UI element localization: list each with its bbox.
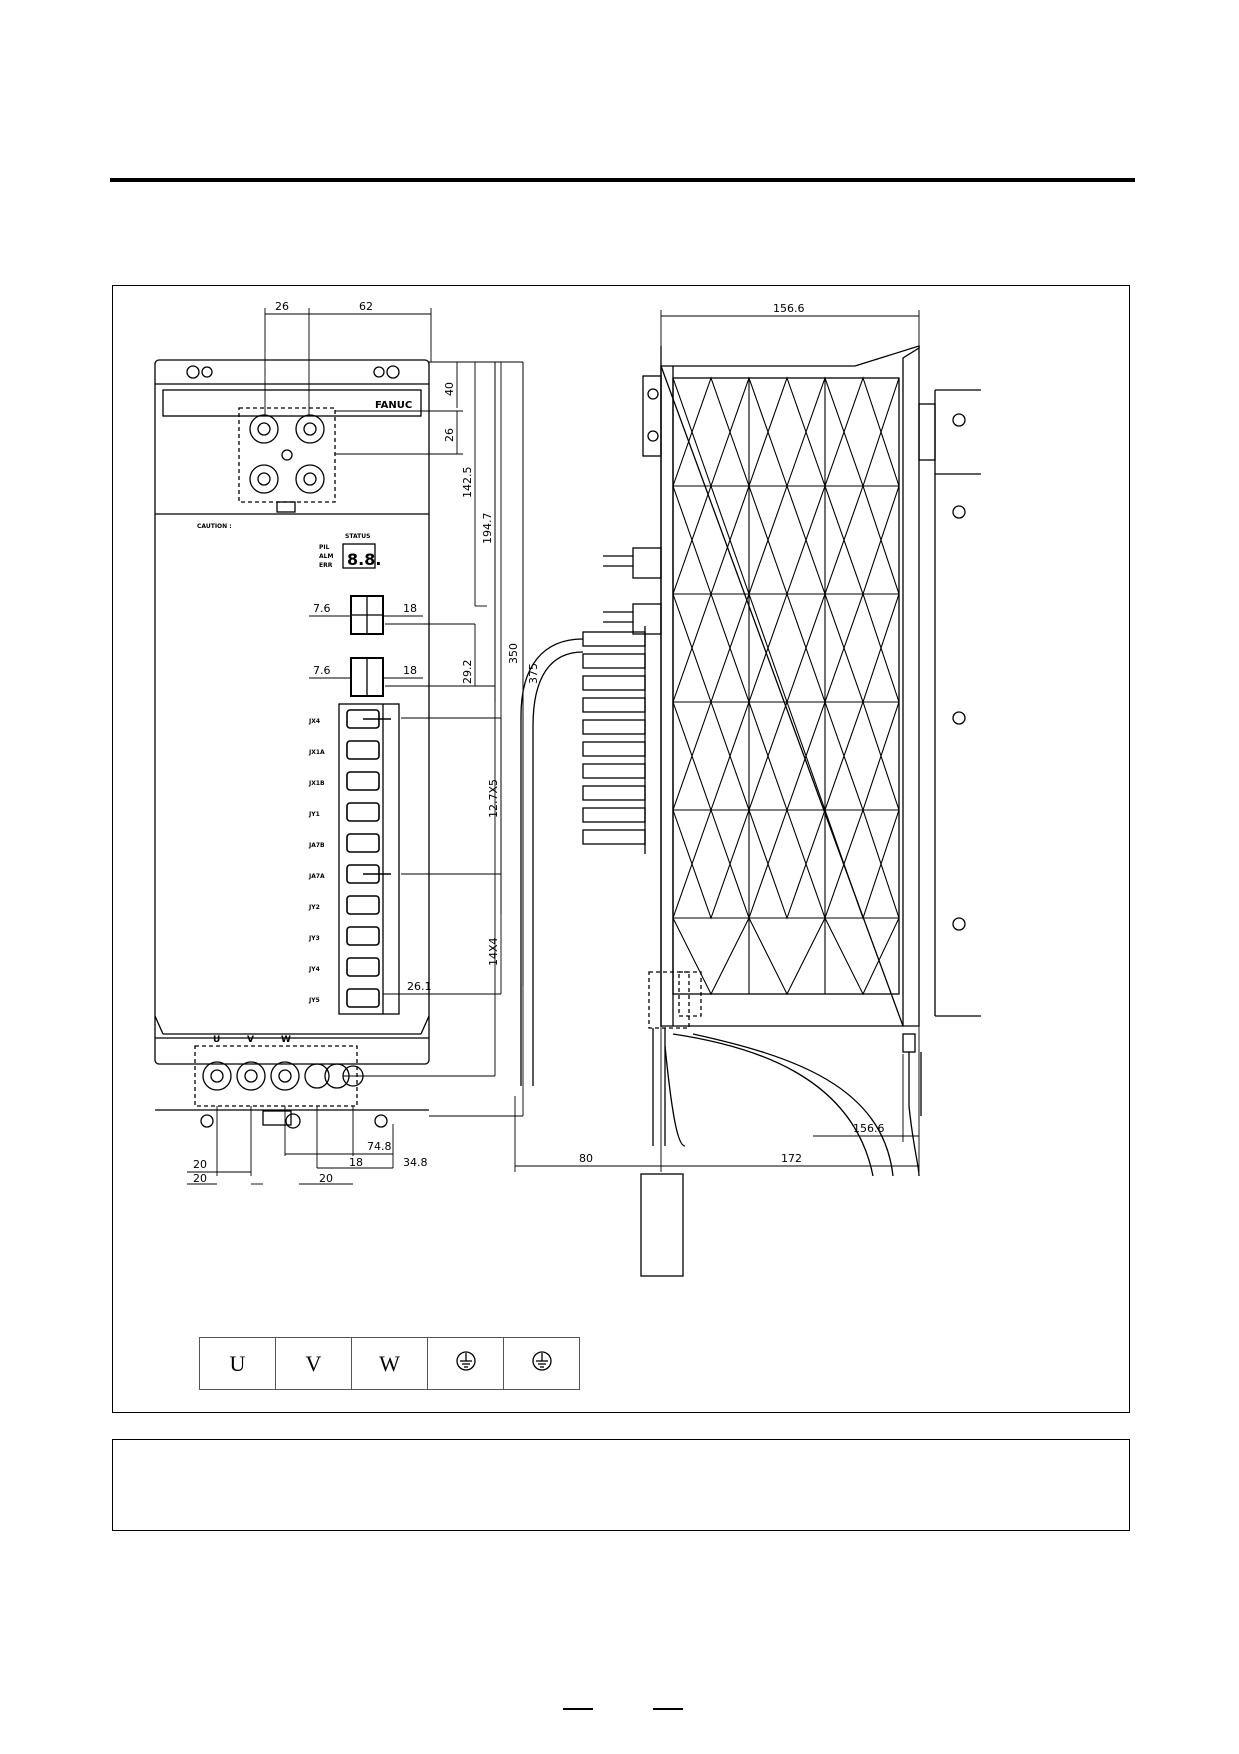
terminal-cell-ground-2 xyxy=(503,1337,580,1390)
footer-dash-left xyxy=(563,1708,593,1710)
led-label-pil: PIL xyxy=(319,544,330,551)
mount-screw-icon xyxy=(386,365,400,379)
terminal-cell-v: V xyxy=(275,1337,352,1390)
connector-label-jy4: JY4 xyxy=(308,966,320,973)
terminal-cell-w: W xyxy=(351,1337,428,1390)
mount-screw-icon xyxy=(952,505,966,519)
dim-top-62: 62 xyxy=(359,300,373,313)
connector-rows xyxy=(346,709,391,1008)
status-display xyxy=(342,543,376,569)
connector-label-jy2: JY2 xyxy=(308,904,320,911)
note-box xyxy=(112,1439,1130,1531)
status-digits: 8.8. xyxy=(347,550,381,569)
dim-18-c: 18 xyxy=(349,1156,363,1169)
dim-7-6-a: 7.6 xyxy=(313,602,331,615)
terminal-table: U V W xyxy=(199,1337,580,1390)
mount-screw-icon xyxy=(952,413,966,427)
heatsink-pattern xyxy=(672,376,900,996)
caution-label: CAUTION : xyxy=(197,523,232,530)
brand-label: FANUC xyxy=(375,400,412,411)
dim-26-1: 26.1 xyxy=(407,980,432,993)
header-rule xyxy=(110,178,1135,182)
dim-12-7x5: 12.7X5 xyxy=(487,779,500,818)
dim-40: 40 xyxy=(443,382,456,396)
cable-bundle xyxy=(520,638,584,1086)
mount-screw-icon xyxy=(952,711,966,725)
dim-side-top-156-6: 156.6 xyxy=(773,302,805,315)
terminal-cell-ground-1 xyxy=(427,1337,504,1390)
connector-label-jy5: JY5 xyxy=(308,997,320,1004)
right-flange xyxy=(918,403,936,461)
front-view xyxy=(154,308,524,1185)
lower-terminal-screws xyxy=(202,1061,364,1091)
cable-plugs xyxy=(582,631,646,845)
dim-29-2: 29.2 xyxy=(461,660,474,685)
terminal-label-w: W xyxy=(281,1035,291,1045)
ground-symbol-icon xyxy=(531,1350,552,1371)
dim-142-5: 142.5 xyxy=(461,467,474,499)
dim-14x4: 14X4 xyxy=(487,937,500,966)
terminal-cell-u: U xyxy=(199,1337,276,1390)
dim-20-a: 20 xyxy=(193,1158,207,1171)
connector-label-jy1: JY1 xyxy=(308,811,320,818)
dim-375: 375 xyxy=(527,663,540,684)
nameplate-bar xyxy=(162,389,422,417)
upper-terminal-screws xyxy=(249,414,325,494)
outline-drawing: 26 62 FANUC CAUTION : STATUS PIL ALM ERR… xyxy=(154,300,981,1277)
dim-side-bottom-156-6: 156.6 xyxy=(853,1122,885,1135)
dim-18-b: 18 xyxy=(403,664,417,677)
connector-column xyxy=(338,703,400,1015)
terminal-label-v: V xyxy=(247,1035,254,1045)
mount-screw-icon xyxy=(200,1114,214,1128)
connector-label-ja7a: JA7A xyxy=(308,873,325,880)
drawing-frame: 26 62 FANUC CAUTION : STATUS PIL ALM ERR… xyxy=(112,285,1130,1413)
side-housing-top xyxy=(660,345,920,1027)
mount-screw-icon xyxy=(186,365,200,379)
dim-194-7: 194.7 xyxy=(481,513,494,545)
cable-sleeve xyxy=(640,1173,684,1277)
dim-20-b: 20 xyxy=(193,1172,207,1185)
dim-20-c: 20 xyxy=(319,1172,333,1185)
dim-350: 350 xyxy=(507,643,520,664)
dim-18-a: 18 xyxy=(403,602,417,615)
connector-label-jy3: JY3 xyxy=(308,935,320,942)
lower-terminal-block xyxy=(194,1045,358,1107)
dim-7-6-b: 7.6 xyxy=(313,664,331,677)
dim-74-8: 74.8 xyxy=(367,1140,392,1153)
dim-side-80: 80 xyxy=(579,1152,593,1165)
mount-screw-icon xyxy=(952,917,966,931)
connector-label-jx1b: JX1B xyxy=(308,780,325,787)
dim-side-172: 172 xyxy=(781,1152,802,1165)
connector-label-ja7b: JA7B xyxy=(308,842,325,849)
ground-symbol-icon xyxy=(455,1350,476,1371)
terminal-label-u: U xyxy=(213,1035,220,1045)
dim-34-8: 34.8 xyxy=(403,1156,428,1169)
led-label-err: ERR xyxy=(319,562,333,569)
connector-label-jx1a: JX1A xyxy=(308,749,325,756)
connector-label-jx4: JX4 xyxy=(308,718,320,725)
ground-screw-icon xyxy=(285,1113,301,1129)
dim-26-vertical: 26 xyxy=(443,428,456,442)
side-view xyxy=(514,310,981,1277)
status-label: STATUS xyxy=(345,533,370,540)
front-body xyxy=(154,359,430,1065)
dim-top-26: 26 xyxy=(275,300,289,313)
footer-dash-right xyxy=(653,1708,683,1710)
heatsink xyxy=(672,377,900,995)
mount-screw-icon xyxy=(374,1114,388,1128)
led-label-alm: ALM xyxy=(319,553,333,560)
